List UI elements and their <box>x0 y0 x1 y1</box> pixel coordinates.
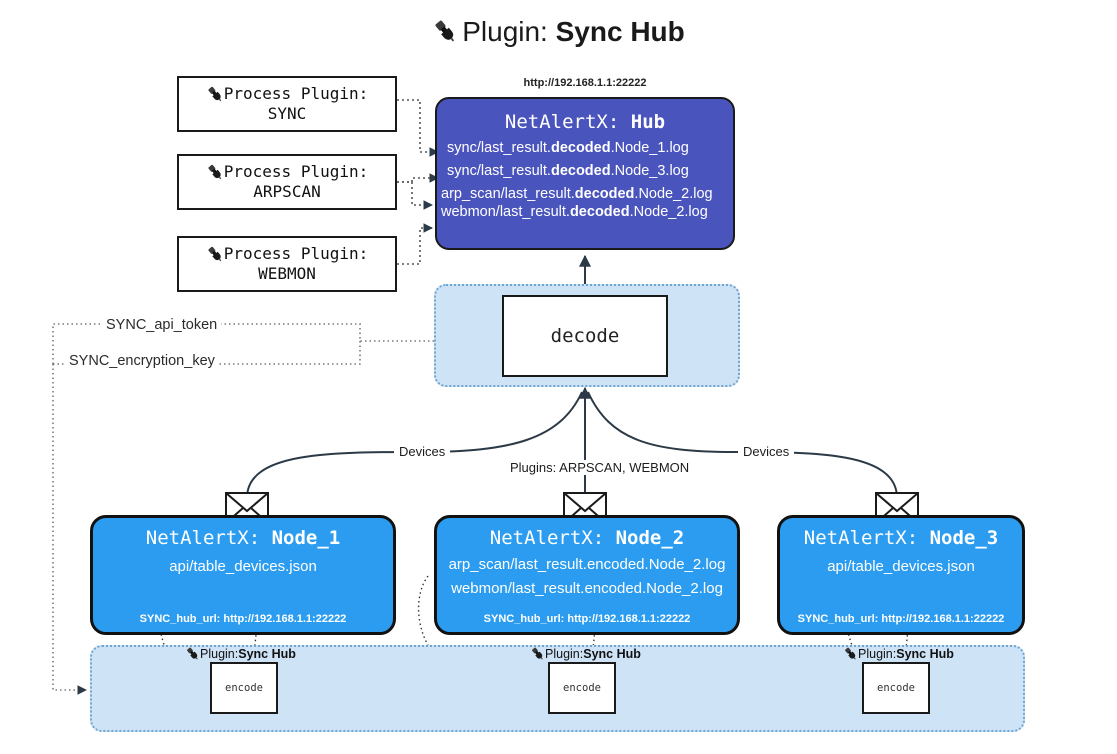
process-plugin-box-webmon[interactable]: Process Plugin: WEBMON <box>177 236 397 292</box>
edge-label-devices-right: Devices <box>738 444 795 459</box>
plug-icon <box>206 85 224 105</box>
log-pre: webmon/last_result. <box>441 204 570 220</box>
log-post: .Node_3.log <box>610 163 689 179</box>
node-box-node-1[interactable]: NetAlertX: Node_1 api/table_devices.json… <box>90 515 396 635</box>
node-title: NetAlertX: Node_2 <box>437 527 737 549</box>
title-name: Sync Hub <box>555 16 685 47</box>
process-plugin-name: SYNC <box>267 103 307 123</box>
node-line: webmon/last_result.encoded.Node_2.log <box>451 580 723 597</box>
encode-label-name: Sync Hub <box>896 647 954 661</box>
plug-icon <box>843 646 858 662</box>
plug-icon <box>185 646 200 662</box>
log-post: .Node_1.log <box>610 140 689 156</box>
encode-box-3[interactable]: encode <box>862 662 930 714</box>
encode-plugin-label-1: Plugin: Sync Hub <box>185 646 296 662</box>
encode-label-prefix: Plugin: <box>858 647 897 661</box>
edge-label-plugins: Plugins: ARPSCAN, WEBMON <box>505 460 695 475</box>
node-footer: SYNC_hub_url: http://192.168.1.1:22222 <box>483 613 691 625</box>
log-post: .Node_2.log <box>634 186 713 202</box>
decode-box[interactable]: decode <box>502 295 668 377</box>
log-pre: arp_scan/last_result. <box>441 186 575 202</box>
plug-icon <box>206 163 224 183</box>
edge-label-devices-left: Devices <box>394 444 451 459</box>
encode-box-1[interactable]: encode <box>210 662 278 714</box>
page-title: Plugin: Sync Hub <box>0 16 1117 51</box>
hub-log-line: sync/last_result.decoded.Node_3.log <box>437 163 733 179</box>
node-line: arp_scan/last_result.encoded.Node_2.log <box>448 556 726 573</box>
encode-label-name: Sync Hub <box>238 647 296 661</box>
log-pre: sync/last_result. <box>447 140 551 156</box>
node-title-prefix: NetAlertX: <box>803 527 930 549</box>
log-mid: decoded <box>574 186 635 202</box>
hub-title-prefix: NetAlertX: <box>504 111 631 133</box>
encode-label-name: Sync Hub <box>583 647 641 661</box>
title-prefix: Plugin: <box>462 16 556 47</box>
encode-box-2[interactable]: encode <box>548 662 616 714</box>
node-line: api/table_devices.json <box>827 558 975 575</box>
plug-icon <box>432 18 458 51</box>
token-paths <box>52 323 499 695</box>
encode-label-prefix: Plugin: <box>200 647 239 661</box>
sync-encryption-key-label: SYNC_encryption_key <box>65 353 219 369</box>
node-line: api/table_devices.json <box>169 558 317 575</box>
nodes-to-decode-curves <box>246 386 898 499</box>
encode-plugin-label-3: Plugin: Sync Hub <box>843 646 954 662</box>
hub-title-name: Hub <box>630 111 666 133</box>
node-title-name: Node_3 <box>929 527 999 549</box>
process-plugin-box-sync[interactable]: Process Plugin: SYNC <box>177 76 397 132</box>
node-title-name: Node_2 <box>615 527 685 549</box>
hub-log-line: sync/last_result.decoded.Node_1.log <box>437 140 733 156</box>
hub-title: NetAlertX: Hub <box>437 111 733 133</box>
hub-node[interactable]: NetAlertX: Hub sync/last_result.decoded.… <box>435 97 735 250</box>
node-box-node-3[interactable]: NetAlertX: Node_3 api/table_devices.json… <box>777 515 1025 635</box>
hub-url-label: http://192.168.1.1:22222 <box>523 77 647 89</box>
log-post: .Node_2.log <box>629 204 708 220</box>
node-title: NetAlertX: Node_1 <box>93 527 393 549</box>
node-title-prefix: NetAlertX: <box>489 527 616 549</box>
node-box-node-2[interactable]: NetAlertX: Node_2 arp_scan/last_result.e… <box>434 515 740 635</box>
node-footer: SYNC_hub_url: http://192.168.1.1:22222 <box>797 613 1005 625</box>
plug-icon <box>206 245 224 265</box>
process-plugin-name: WEBMON <box>258 263 316 283</box>
encode-plugin-label-2: Plugin: Sync Hub <box>530 646 641 662</box>
hub-log-line: arp_scan/last_result.decoded.Node_2.log <box>437 186 733 202</box>
node-title-prefix: NetAlertX: <box>145 527 272 549</box>
node-title-name: Node_1 <box>271 527 341 549</box>
node-title: NetAlertX: Node_3 <box>780 527 1022 549</box>
log-mid: decoded <box>550 140 611 156</box>
process-plugin-box-arpscan[interactable]: Process Plugin: ARPSCAN <box>177 154 397 210</box>
encode-label-prefix: Plugin: <box>545 647 584 661</box>
log-mid: decoded <box>550 163 611 179</box>
process-plugin-label: Process Plugin: <box>223 244 369 264</box>
process-plugin-label: Process Plugin: <box>223 162 369 182</box>
log-mid: decoded <box>569 204 630 220</box>
hub-log-line: webmon/last_result.decoded.Node_2.log <box>437 204 733 220</box>
log-pre: sync/last_result. <box>447 163 551 179</box>
plugin-to-hub-connectors <box>397 99 439 265</box>
node-footer: SYNC_hub_url: http://192.168.1.1:22222 <box>139 613 347 625</box>
plug-icon <box>530 646 545 662</box>
process-plugin-label: Process Plugin: <box>223 84 369 104</box>
sync-api-token-label: SYNC_api_token <box>102 317 222 333</box>
process-plugin-name: ARPSCAN <box>253 181 321 201</box>
